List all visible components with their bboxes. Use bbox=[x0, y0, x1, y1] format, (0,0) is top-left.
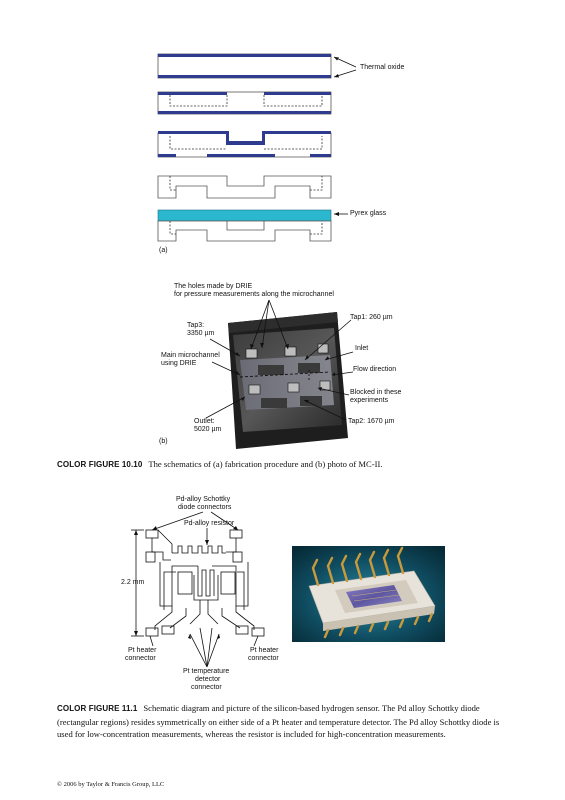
inlet-label: Inlet bbox=[355, 345, 369, 352]
pt-heater-right-label-line2: connector bbox=[248, 655, 279, 662]
sensor-leads-bottom bbox=[323, 612, 434, 639]
part-a-label: (a) bbox=[159, 247, 168, 254]
outlet-label-line1: Outlet: bbox=[194, 418, 215, 425]
tap3-label-line2: 3350 µm bbox=[187, 330, 215, 337]
pyrex-glass-label: Pyrex glass bbox=[350, 210, 387, 217]
tap2-label: Tap2: 1670 µm bbox=[348, 418, 395, 425]
fab-step-2 bbox=[157, 91, 332, 115]
schottky-connectors-label-line2: diode connectors bbox=[178, 504, 232, 511]
pt-temp-label-line3: connector bbox=[191, 684, 222, 691]
photo-leader-lines bbox=[205, 299, 354, 421]
main-microchannel-label-line2: using DRIE bbox=[161, 360, 197, 367]
pt-heater-right-label-line1: Pt heater bbox=[250, 647, 279, 654]
photo-microchannel bbox=[239, 371, 331, 378]
caption-figure-10-10: COLOR FIGURE 10.10 The schematics of (a) … bbox=[57, 458, 517, 472]
pt-temp-label-line2: detector bbox=[195, 676, 221, 683]
schottky-connectors-label-line1: Pd-alloy Schottky bbox=[176, 496, 231, 503]
flow-direction-label: Flow direction bbox=[353, 366, 397, 373]
photo-pads bbox=[258, 363, 322, 408]
caption-11-1-text: Schematic diagram and picture of the sil… bbox=[57, 703, 500, 740]
outlet-label-line2: 5020 µm bbox=[194, 426, 222, 433]
blocked-label-line1: Blocked in these bbox=[350, 389, 402, 396]
resistor-label: Pd-alloy resistor bbox=[184, 520, 235, 527]
sensor-die bbox=[346, 585, 402, 608]
sensor-schematic-lines bbox=[131, 511, 265, 668]
thermal-oxide-label: Thermal oxide bbox=[360, 64, 405, 71]
pt-heater-left-label-line2: connector bbox=[125, 655, 156, 662]
holes-label-line2: for pressure measurements along the micr… bbox=[174, 291, 334, 298]
tap3-label-line1: Tap3: bbox=[187, 322, 205, 329]
caption-10-10-text: The schematics of (a) fabrication proced… bbox=[148, 459, 383, 469]
fab-step-1 bbox=[157, 53, 332, 79]
blocked-label-line2: experiments bbox=[350, 397, 389, 404]
pt-heater-left-label-line1: Pt heater bbox=[128, 647, 157, 654]
fab-step-5 bbox=[157, 209, 332, 242]
caption-10-10-label: COLOR FIGURE 10.10 bbox=[57, 460, 143, 469]
caption-11-1-label: COLOR FIGURE 11.1 bbox=[57, 704, 138, 713]
pt-temp-label-line1: Pt temperature bbox=[183, 668, 230, 675]
copyright-footer: © 2006 by Taylor & Francis Group, LLC bbox=[57, 781, 165, 788]
sensor-leads-top bbox=[311, 546, 405, 587]
fab-step-3 bbox=[157, 131, 332, 158]
main-microchannel-label-line1: Main microchannel bbox=[161, 352, 220, 359]
part-b-label: (b) bbox=[159, 438, 168, 445]
fab-step-4 bbox=[157, 175, 332, 199]
holes-label-line1: The holes made by DRIE bbox=[174, 283, 253, 290]
tap1-label: Tap1: 260 µm bbox=[350, 314, 393, 321]
dimension-label: 2.2 mm bbox=[121, 579, 145, 586]
